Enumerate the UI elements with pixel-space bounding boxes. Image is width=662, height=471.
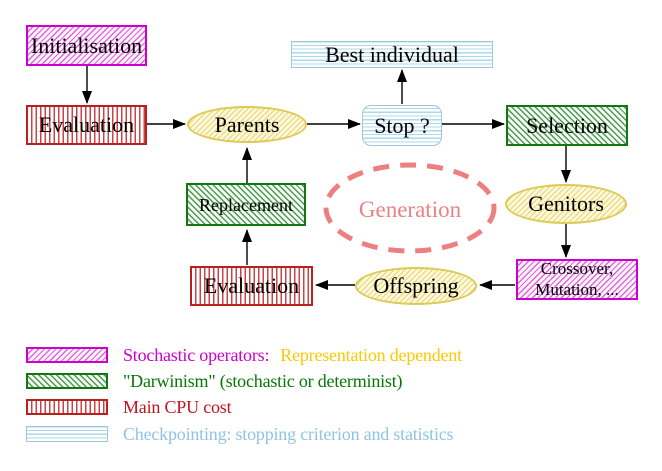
legend-text: Stochastic operators: Representation depe… bbox=[123, 345, 462, 366]
node-selection: Selection bbox=[506, 105, 628, 146]
legend-label-main-cpu-cost: Main CPU cost bbox=[123, 396, 232, 417]
node-offspring-label: Offspring bbox=[373, 273, 459, 298]
legend-text: Checkpointing: stopping criterion and st… bbox=[123, 423, 454, 445]
node-evaluation-bottom: Evaluation bbox=[190, 266, 313, 306]
legend-swatch-magenta-hatch bbox=[26, 347, 108, 363]
legend-swatch-cyan-stripes bbox=[26, 426, 108, 442]
node-replacement-label: Replacement bbox=[199, 194, 293, 215]
node-initialisation: Initialisation bbox=[26, 25, 147, 66]
node-evaluation-bottom-label: Evaluation bbox=[203, 273, 300, 298]
legend-label-representation-dependent: Representation dependent bbox=[280, 344, 462, 365]
node-stop-label: Stop ? bbox=[374, 112, 430, 138]
legend-item-darwinism: "Darwinism" (stochastic or determinist) bbox=[26, 370, 403, 392]
node-initialisation-label: Initialisation bbox=[30, 32, 143, 58]
legend-item-stochastic-operators: Stochastic operators: Representation depe… bbox=[26, 345, 462, 365]
node-crossover-line2: Mutation, ... bbox=[535, 279, 619, 299]
node-best-individual: Best individual bbox=[291, 41, 493, 68]
node-offspring: Offspring bbox=[355, 267, 477, 305]
node-stop: Stop ? bbox=[362, 105, 442, 146]
node-replacement: Replacement bbox=[186, 183, 306, 226]
legend-swatch-green-hatch bbox=[26, 373, 108, 389]
legend-swatch-red-stripes bbox=[26, 399, 108, 415]
node-genitors: Genitors bbox=[505, 184, 627, 224]
node-best-individual-label: Best individual bbox=[325, 41, 459, 67]
node-evaluation-top: Evaluation bbox=[26, 105, 147, 145]
legend-label-darwinism: "Darwinism" (stochastic or determinist) bbox=[123, 370, 403, 391]
legend-label-stochastic-operators: Stochastic operators: bbox=[123, 344, 270, 365]
node-selection-label: Selection bbox=[526, 112, 608, 138]
generation-dashed-ellipse bbox=[323, 162, 497, 254]
legend-text: Main CPU cost bbox=[123, 396, 232, 418]
legend-label-checkpointing: Checkpointing: stopping criterion and st… bbox=[123, 423, 454, 444]
node-evaluation-top-label: Evaluation bbox=[38, 112, 135, 137]
node-parents: Parents bbox=[187, 106, 307, 143]
node-crossover-line1: Crossover, bbox=[540, 259, 614, 279]
legend-text: "Darwinism" (stochastic or determinist) bbox=[123, 370, 403, 392]
node-genitors-label: Genitors bbox=[528, 191, 604, 216]
legend-item-main-cpu-cost: Main CPU cost bbox=[26, 396, 232, 418]
legend-item-checkpointing: Checkpointing: stopping criterion and st… bbox=[26, 423, 454, 445]
node-parents-label: Parents bbox=[214, 111, 280, 137]
generation-label: Generation bbox=[358, 197, 462, 222]
node-crossover-mutation: Crossover, Mutation, ... bbox=[516, 259, 638, 300]
